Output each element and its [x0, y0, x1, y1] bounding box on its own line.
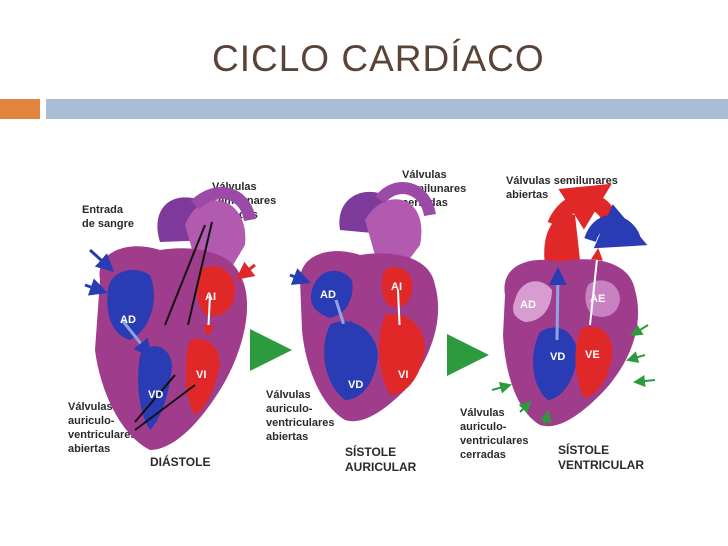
chamber-ai-1: AI — [205, 291, 216, 303]
heart-sistole-ventricular — [491, 183, 656, 427]
label-valvulas-av-3: Válvulas auriculo- ventriculares cerrada… — [460, 407, 532, 461]
chamber-vd-2: VD — [348, 379, 363, 391]
caption-diastole: DIÁSTOLE — [150, 454, 210, 469]
chamber-vi-1: VI — [196, 369, 206, 381]
label-valvulas-av-2: Válvulas auriculo- ventriculares abierta… — [266, 389, 338, 443]
chamber-vi-2: VI — [398, 369, 408, 381]
label-entrada-sangre: Entrada de sangre — [82, 204, 134, 230]
slide-title: CICLO CARDÍACO — [212, 38, 545, 79]
chamber-ve-3: VE — [585, 349, 600, 361]
cardiac-cycle-diagram: Entrada de sangre Válvulas semilunares c… — [68, 169, 656, 474]
heart-diastole — [84, 187, 256, 450]
chamber-vd-1: VD — [148, 389, 163, 401]
chamber-ai-2: AI — [391, 281, 402, 293]
caption-sistole-ventricular: SÍSTOLE VENTRICULAR — [558, 442, 644, 472]
chamber-ad-1: AD — [120, 314, 136, 326]
title-accent-bar-orange — [0, 99, 40, 119]
panel-sistole-ventricular: Válvulas semilunares abiertas Válvulas a… — [460, 175, 656, 472]
heart-sistole-auricular — [289, 182, 439, 422]
panel-sistole-auricular: Válvulas semilunares cerradas Válvulas a… — [266, 169, 466, 474]
panel-diastole: Entrada de sangre Válvulas semilunares c… — [68, 181, 276, 469]
title-accent-bar-blue — [46, 99, 728, 119]
label-valvulas-av: Válvulas auriculo- ventriculares abierta… — [68, 401, 140, 455]
chamber-ad-2: AD — [320, 289, 336, 301]
caption-sistole-auricular: SÍSTOLE AURICULAR — [345, 444, 417, 474]
chamber-vd-3: VD — [550, 351, 565, 363]
chamber-ae-3: AE — [590, 293, 605, 305]
chamber-ad-3: AD — [520, 299, 536, 311]
